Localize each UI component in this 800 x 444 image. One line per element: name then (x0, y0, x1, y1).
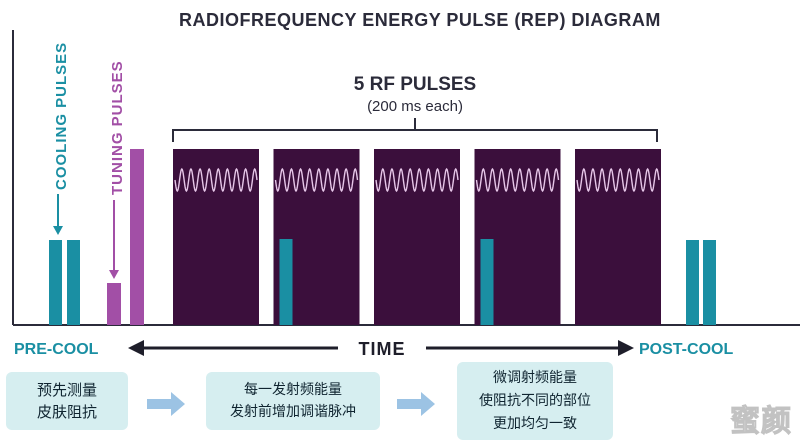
rf-wave (375, 167, 459, 193)
cooling-arrow-icon (53, 194, 63, 235)
rf-pulse-block (575, 149, 661, 325)
post-cool-bar-1 (686, 240, 699, 325)
cooling-pulses-label: COOLING PULSES (53, 42, 70, 190)
rf-wave (475, 167, 560, 193)
rf-pulse-block (374, 149, 460, 325)
cooling-bar-inner (279, 239, 293, 325)
rf-pulse-block (474, 149, 561, 325)
step-3-line-1: 微调射频能量 (493, 369, 577, 386)
rf-pulse-block (173, 149, 259, 325)
time-double-arrow-icon (128, 340, 634, 356)
step-3-line-2: 使阻抗不同的部位 (479, 392, 591, 409)
diagram-title: RADIOFREQUENCY ENERGY PULSE (REP) DIAGRA… (179, 10, 661, 30)
step-box-measure-impedance: 预先测量 皮肤阻抗 (6, 372, 128, 430)
cooling-bar-inner (480, 239, 494, 325)
step-1-line-2: 皮肤阻抗 (36, 403, 97, 421)
rf-pulses (173, 149, 661, 325)
rf-wave (576, 167, 660, 193)
pre-cool-label: PRE-COOL (14, 341, 99, 358)
step-box-tuning-pulse: 每一发射频能量 发射前增加调谐脉冲 (206, 372, 380, 430)
tuning-pulses-label: TUNING PULSES (109, 60, 126, 195)
rf-wave (274, 167, 359, 193)
step-arrow-icon (147, 392, 185, 416)
pre-cool-bar-2 (67, 240, 80, 325)
post-cool-label: POST-COOL (639, 341, 733, 358)
pulses-label: 5 RF PULSES (354, 74, 476, 95)
step-arrow-icon (397, 392, 435, 416)
tuning-arrow-icon (109, 200, 119, 279)
time-label: TIME (359, 339, 406, 359)
tuning-bar-tall (130, 149, 144, 325)
step-2-line-1: 每一发射频能量 (244, 382, 342, 398)
step-1-line-1: 预先测量 (36, 381, 97, 399)
pulses-bracket (172, 118, 658, 142)
step-3-line-3: 更加均匀一致 (493, 415, 577, 432)
rf-wave (174, 167, 258, 193)
post-cool-bar-2 (703, 240, 716, 325)
step-2-line-2: 发射前增加调谐脉冲 (230, 404, 356, 420)
pulses-sublabel: (200 ms each) (367, 98, 463, 115)
watermark: 蜜颜 (730, 404, 792, 440)
pre-cool-bar-1 (49, 240, 62, 325)
tuning-bar-short (107, 283, 121, 325)
rf-pulse-block (273, 149, 360, 325)
step-box-fine-tune-energy: 微调射频能量 使阻抗不同的部位 更加均匀一致 (457, 362, 613, 440)
